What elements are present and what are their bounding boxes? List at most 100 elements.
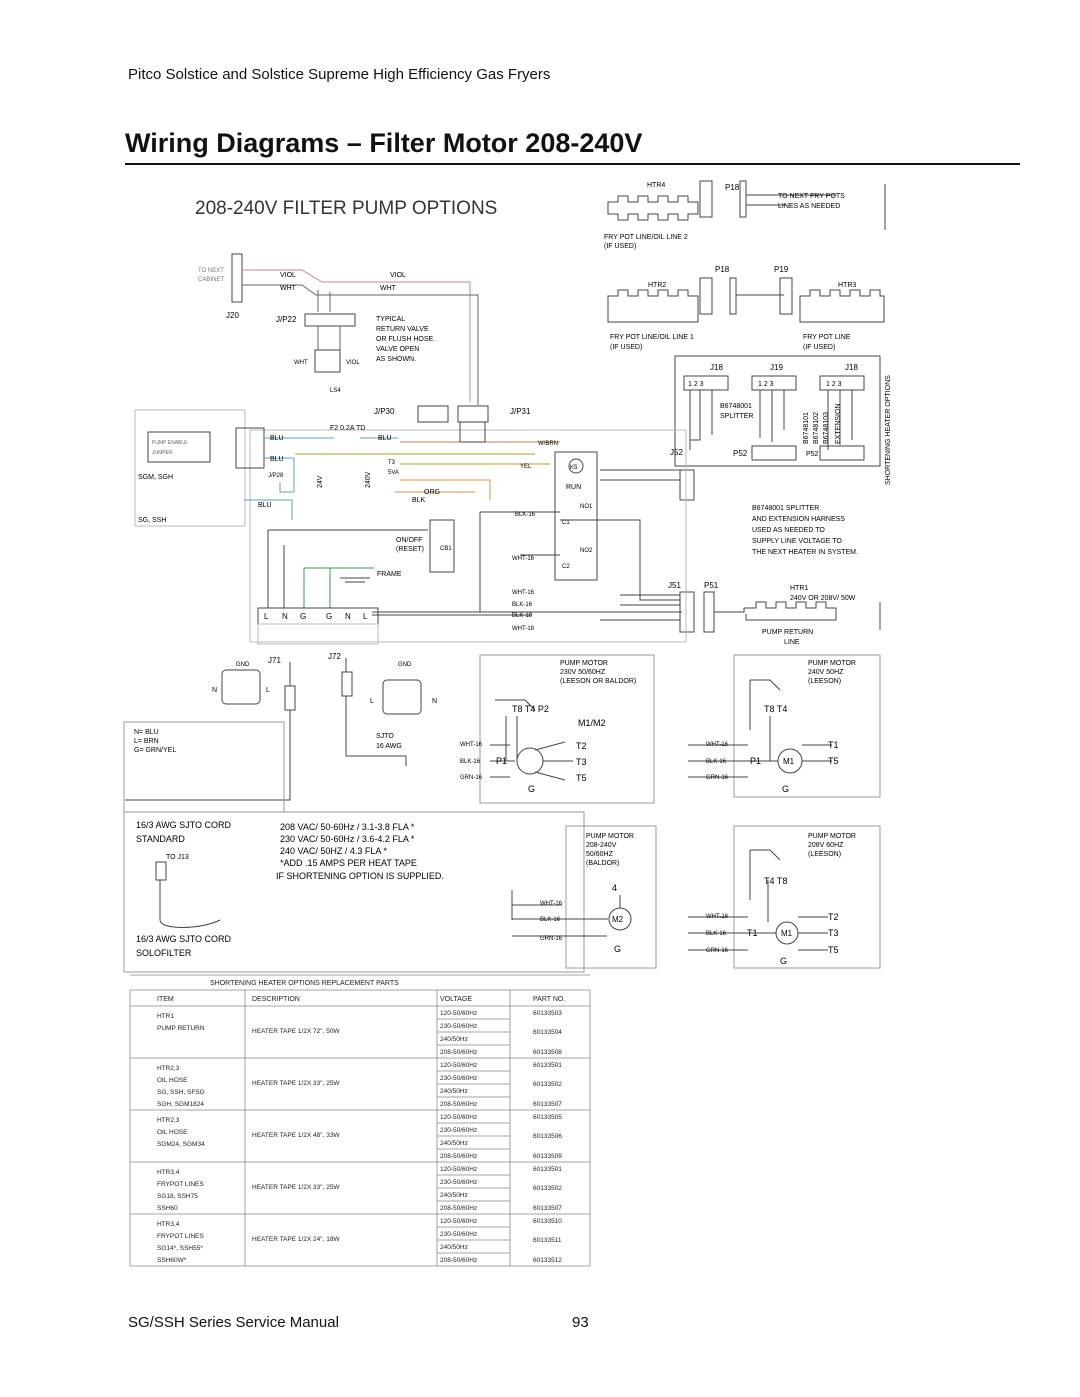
label-org: ORG bbox=[424, 489, 440, 496]
label-pm3-b: 208-240V bbox=[586, 842, 617, 849]
table-cell-voltage: 240/50Hz bbox=[440, 1088, 468, 1095]
table-cell-item: HTR3,4 bbox=[157, 1169, 180, 1176]
label-pm2-b: 240V 50HZ bbox=[808, 669, 844, 676]
table-cell-voltage: 120-50/60Hz bbox=[440, 1166, 477, 1173]
receptacles bbox=[123, 658, 585, 973]
label-if-used-1: (IF USED) bbox=[604, 243, 636, 250]
label-b6748001: B6748001 bbox=[720, 403, 752, 410]
label-pm1-b: 230V 50/60HZ bbox=[560, 669, 606, 676]
label-m1m2: M1/M2 bbox=[578, 718, 606, 728]
label-g-m4: G bbox=[780, 956, 787, 966]
label-fry-pot-line2: FRY POT LINE/OIL LINE 2 bbox=[604, 234, 688, 241]
label-solofilter: SOLOFILTER bbox=[136, 948, 192, 958]
label-viol-2: VIOL bbox=[390, 272, 406, 279]
label-spec4: *ADD .15 AMPS PER HEAT TAPE bbox=[280, 858, 417, 868]
label-lbrn: L= BRN bbox=[134, 738, 159, 745]
label-m1-m2: M1 bbox=[783, 757, 795, 766]
label-f2: F2 0.2A TD bbox=[330, 425, 365, 432]
label-frame: FRAME bbox=[377, 571, 402, 578]
label-wbrn: W/BRN bbox=[538, 441, 558, 447]
label-htr1: HTR1 bbox=[790, 585, 808, 592]
label-jp22: J/P22 bbox=[276, 315, 297, 324]
table-cell-voltage: 120-50/60Hz bbox=[440, 1010, 477, 1017]
label-pump-enable: PUMP ENABLE bbox=[152, 440, 188, 446]
label-standard: STANDARD bbox=[136, 834, 185, 844]
footer-manual: SG/SSH Series Service Manual bbox=[128, 1314, 339, 1331]
table-cell-partno: 60133507 bbox=[533, 1101, 562, 1108]
motor-boxes bbox=[479, 654, 881, 969]
label-wht-1: WHT bbox=[280, 285, 297, 292]
table-cell-partno: 60133506 bbox=[533, 1133, 562, 1140]
table-cell-partno: 60133507 bbox=[533, 1205, 562, 1212]
table-cell-voltage: 230-50/60Hz bbox=[440, 1127, 477, 1134]
label-pm4-c: (LEESON) bbox=[808, 851, 841, 858]
label-j19: J19 bbox=[770, 363, 783, 372]
label-t1-m4: T1 bbox=[747, 928, 758, 938]
table-cell-partno: 60133508 bbox=[533, 1049, 562, 1056]
label-t3: T3 bbox=[388, 460, 396, 466]
table-cell-voltage: 240/50Hz bbox=[440, 1244, 468, 1251]
label-c1: C1 bbox=[562, 520, 570, 526]
label-blu-4: BLU bbox=[258, 502, 272, 509]
table-header: VOLTAGE bbox=[440, 996, 472, 1003]
label-t8t4p2: T8 T4 P2 bbox=[512, 704, 549, 714]
label-p19: P19 bbox=[774, 265, 789, 274]
label-t5-m4: T5 bbox=[828, 945, 839, 955]
label-splitter-note5: THE NEXT HEATER IN SYSTEM. bbox=[752, 549, 858, 556]
table-cell-description: HEATER TAPE 1/2X 33", 25W bbox=[252, 1080, 340, 1087]
label-pm2-a: PUMP MOTOR bbox=[808, 660, 856, 667]
label-n-2: N bbox=[345, 612, 351, 621]
label-l-1: L bbox=[264, 612, 269, 621]
label-viol-3: VIOL bbox=[346, 360, 360, 366]
label-j71: J71 bbox=[268, 656, 281, 665]
table-cell-item: FRYPOT LINES bbox=[157, 1233, 204, 1240]
table-cell-item: OIL HOSE bbox=[157, 1077, 188, 1084]
label-m1-m4: M1 bbox=[781, 929, 793, 938]
table-cell-item: SG, SSH, SFSG bbox=[157, 1089, 205, 1096]
parts-table: SHORTENING HEATER OPTIONS REPLACEMENT PA… bbox=[129, 974, 591, 1267]
label-splitter-note2: AND EXTENSION HARNESS bbox=[752, 516, 845, 523]
label-pm3-c: 50/60HZ bbox=[586, 851, 614, 858]
label-b6748103: B6748103 bbox=[823, 412, 830, 444]
label-blu-1: BLU bbox=[270, 435, 284, 442]
label-no2: NO2 bbox=[580, 548, 593, 554]
label-sgm-sgh: SGM, SGH bbox=[138, 474, 173, 481]
table-cell-item: SG18, SSH75 bbox=[157, 1193, 198, 1200]
label-wht16-m3: WHT-16 bbox=[540, 901, 563, 907]
table-cell-voltage: 208-50/60Hz bbox=[440, 1101, 477, 1108]
label-blk16-2: BLK-16 bbox=[512, 602, 533, 608]
label-p18a: P18 bbox=[725, 183, 740, 192]
label-t3-m1: T3 bbox=[576, 757, 587, 767]
label-blk16-m1: BLK-16 bbox=[460, 759, 481, 765]
label-fry-pot-line1: FRY POT LINE/OIL LINE 1 bbox=[610, 334, 694, 341]
label-gnd-2: GND bbox=[398, 662, 412, 668]
label-t3-m4: T3 bbox=[828, 928, 839, 938]
table-cell-voltage: 230-50/60Hz bbox=[440, 1179, 477, 1186]
label-pm4-b: 208V 60HZ bbox=[808, 842, 844, 849]
label-fry-pot-line: FRY POT LINE bbox=[803, 334, 851, 341]
table-cell-item: HTR2,3 bbox=[157, 1065, 180, 1072]
label-wht16-2: WHT-16 bbox=[512, 590, 535, 596]
table-cell-partno: 60133501 bbox=[533, 1166, 562, 1173]
label-t8t4: T8 T4 bbox=[764, 704, 787, 714]
heater-htr2-htr3-block bbox=[607, 277, 885, 323]
label-spec5: IF SHORTENING OPTION IS SUPPLIED. bbox=[276, 871, 444, 881]
page-title: Wiring Diagrams – Filter Motor 208-240V bbox=[125, 128, 643, 158]
label-reset: (RESET) bbox=[396, 546, 424, 553]
table-cell-item: SG14*, SSH55* bbox=[157, 1245, 203, 1252]
label-jp30: J/P30 bbox=[374, 407, 395, 416]
label-k5: K5 bbox=[570, 465, 578, 471]
heater-htr4-block bbox=[607, 180, 886, 230]
label-ggrn: G= GRN/YEL bbox=[134, 747, 176, 754]
label-16awg: 16 AWG bbox=[376, 743, 402, 750]
label-sg-ssh: SG, SSH bbox=[138, 517, 166, 524]
label-jumper: JUMPER bbox=[152, 450, 173, 456]
table-cell-voltage: 208-50/60Hz bbox=[440, 1205, 477, 1212]
label-wht18: WHT-18 bbox=[512, 626, 535, 632]
label-grn16-m3: GRN-16 bbox=[540, 936, 563, 942]
label-typical3: OR FLUSH HOSE. bbox=[376, 336, 435, 343]
label-t2-m4: T2 bbox=[828, 912, 839, 922]
label-j20: J20 bbox=[226, 311, 239, 320]
label-blk16-m4: BLK-16 bbox=[706, 931, 727, 937]
label-wht-3: WHT bbox=[294, 360, 308, 366]
